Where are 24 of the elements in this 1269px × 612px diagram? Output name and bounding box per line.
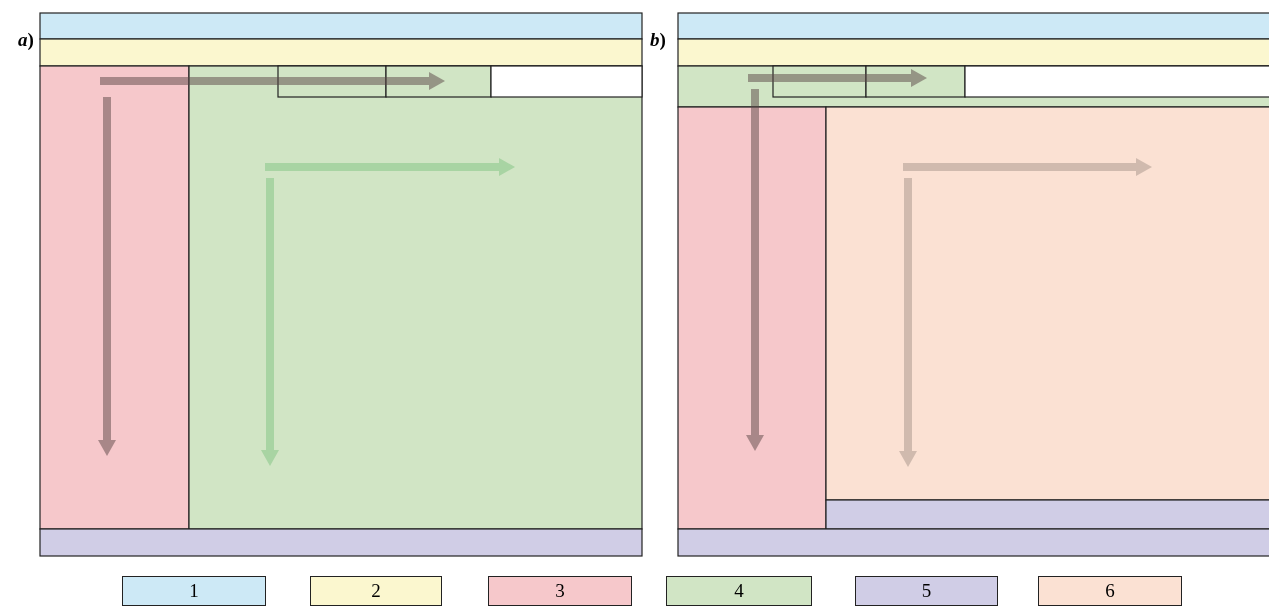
sidebar-column <box>39 65 190 530</box>
legend-text: 6 <box>1105 581 1115 601</box>
panel-label: a) <box>18 30 34 50</box>
legend-text: 5 <box>921 581 932 601</box>
footer-bar <box>677 528 1269 557</box>
legend-text: 4 <box>734 581 744 601</box>
tab-box <box>277 65 387 98</box>
sidebar-column <box>677 106 827 530</box>
tab-box <box>865 65 966 98</box>
tab-box <box>772 65 867 98</box>
legend-text: 2 <box>371 581 381 601</box>
legend-text: 3 <box>555 581 565 601</box>
content-area <box>188 65 643 530</box>
status-bar <box>825 499 1269 530</box>
panel-label: b) <box>650 30 666 50</box>
menu-bar <box>39 38 643 67</box>
content-area <box>825 106 1269 501</box>
header-bar <box>39 12 643 40</box>
tab-box <box>385 65 492 98</box>
footer-bar <box>39 528 643 557</box>
menu-bar <box>677 38 1269 67</box>
header-bar <box>677 12 1269 40</box>
toolbar-band <box>677 65 1269 108</box>
legend-text: 1 <box>189 581 199 601</box>
